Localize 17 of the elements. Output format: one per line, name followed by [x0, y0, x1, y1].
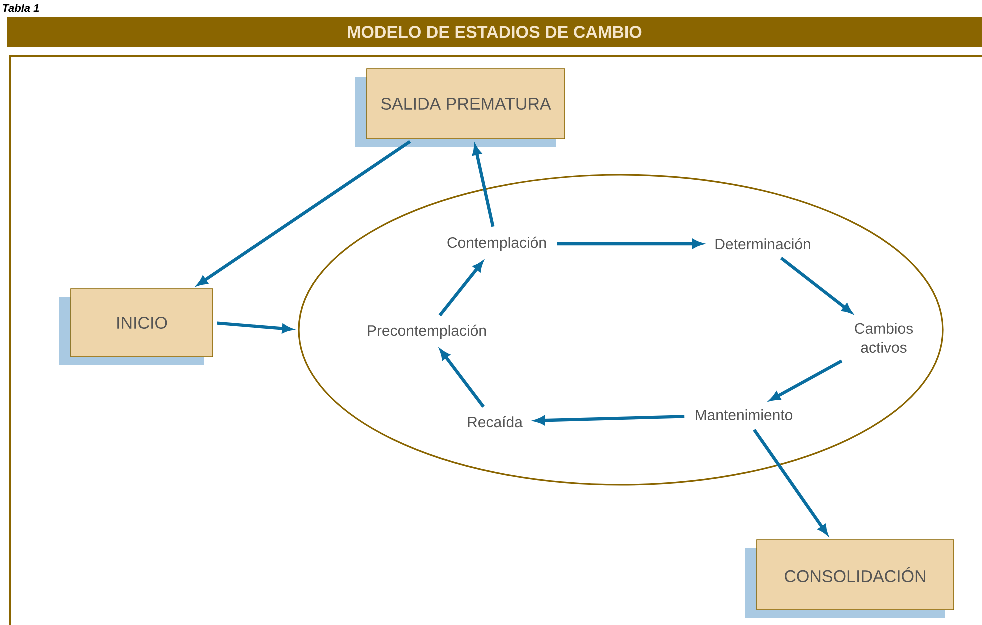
stage-box: INICIO — [59, 288, 214, 365]
stage-label: Cambios activos — [855, 323, 914, 353]
stage-label: Determinación — [716, 238, 810, 250]
table-label: Tabla 1 — [3, 4, 40, 12]
arrow — [770, 360, 843, 402]
stage-label: Recaída — [468, 416, 523, 428]
stage-box: CONSOLIDACIÓN — [745, 540, 954, 618]
stage-label: Precontemplación — [368, 324, 486, 340]
arrow — [440, 350, 485, 408]
arrow — [780, 257, 852, 314]
stage-label: Mantenimiento — [696, 410, 793, 420]
arrow — [438, 262, 484, 317]
arrow — [753, 429, 828, 535]
stage-box: SALIDA PREMATURA — [355, 68, 566, 147]
stage-label: Contemplación — [448, 236, 546, 252]
title-bar: MODELO DE ESTADIOS DE CAMBIO — [7, 17, 982, 48]
cycle-ellipse — [298, 174, 944, 486]
